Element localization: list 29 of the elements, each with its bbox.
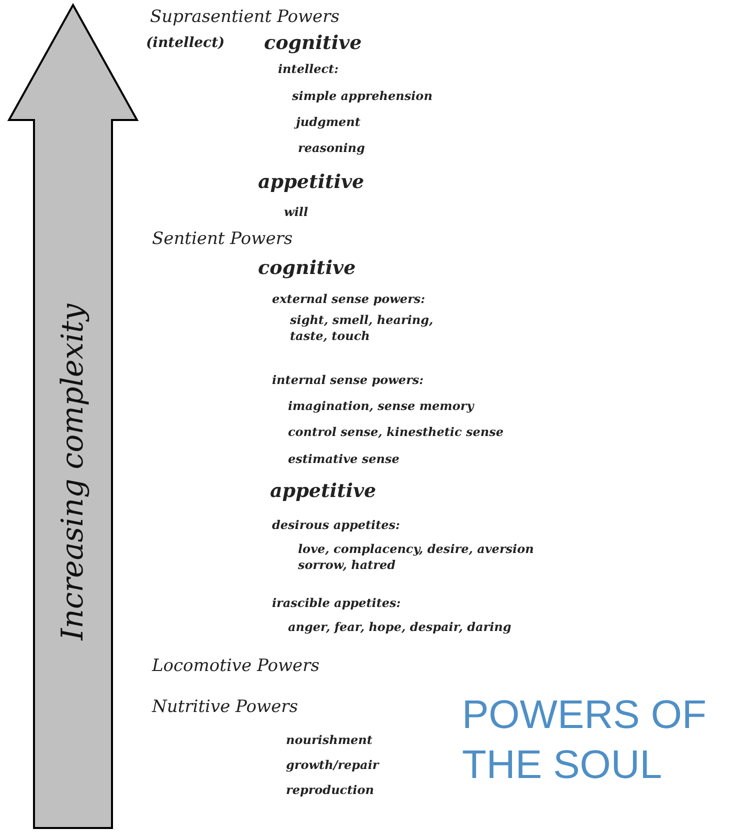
section-heading: Suprasentient Powers <box>150 6 340 28</box>
axis-label: Increasing complexity <box>56 304 90 640</box>
category-heading: appetitive <box>270 479 376 504</box>
item-text: judgment <box>296 115 360 131</box>
item-text: external sense powers: <box>272 292 426 308</box>
item-text: reasoning <box>298 141 365 157</box>
item-text: anger, fear, hope, despair, daring <box>288 620 512 636</box>
item-text: growth/repair <box>286 758 379 774</box>
title: POWERS OF THE SOUL <box>462 692 708 789</box>
item-text: internal sense powers: <box>272 373 424 389</box>
section-heading: Sentient Powers <box>152 228 293 250</box>
section-heading: Nutritive Powers <box>152 696 298 718</box>
item-text: desirous appetites: <box>272 518 400 534</box>
item-text: irascible appetites: <box>272 596 401 612</box>
category-heading: appetitive <box>258 170 364 195</box>
category-heading: cognitive <box>264 31 362 56</box>
item-text: reproduction <box>286 783 374 799</box>
note-text: (intellect) <box>146 34 225 52</box>
section-heading: Locomotive Powers <box>152 655 320 678</box>
item-text: control sense, kinesthetic sense <box>288 425 504 441</box>
item-text: intellect: <box>278 62 338 78</box>
category-heading: cognitive <box>258 256 356 281</box>
item-text: will <box>284 205 308 221</box>
item-text: sight, smell, hearing, taste, touch <box>290 313 434 344</box>
item-text: simple apprehension <box>292 89 432 105</box>
item-text: estimative sense <box>288 452 400 468</box>
item-text: nourishment <box>286 733 372 749</box>
item-text: imagination, sense memory <box>288 399 474 415</box>
item-text: love, complacency, desire, aversion sorrow, hatred <box>298 542 535 574</box>
